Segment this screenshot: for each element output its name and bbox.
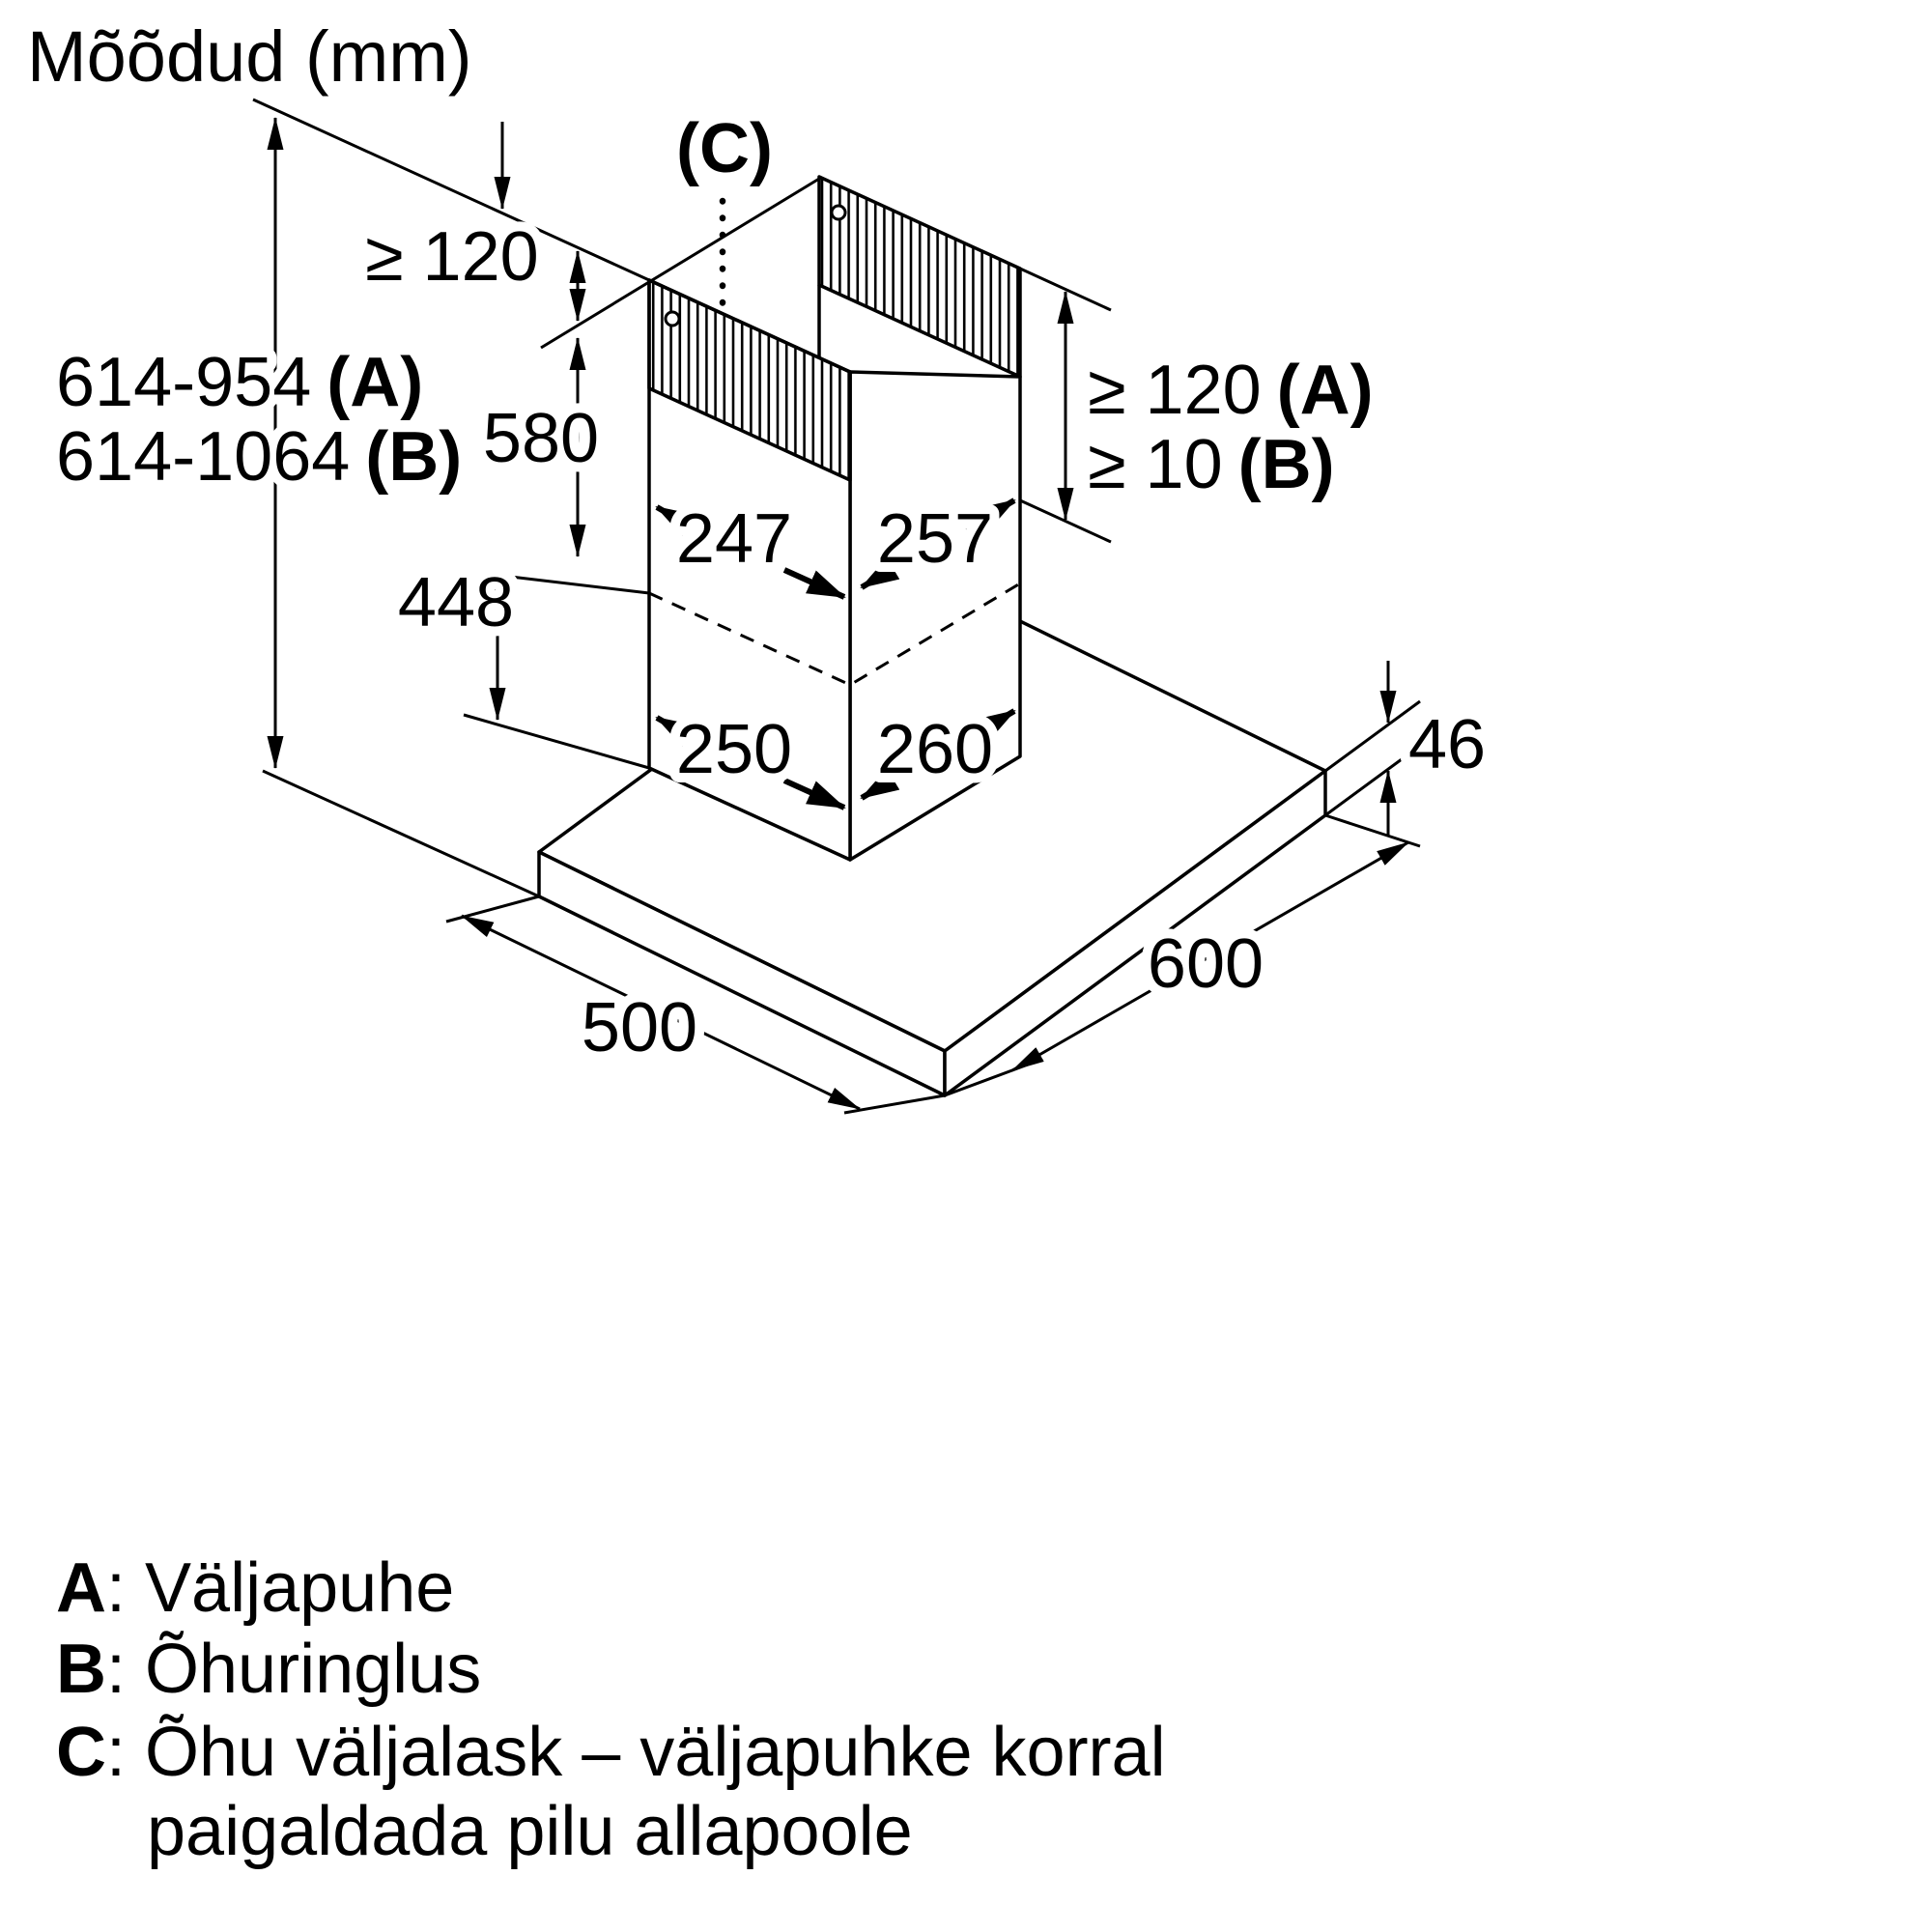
dim-width — [944, 813, 1421, 1097]
ext-line-width-right — [1324, 813, 1421, 848]
label-right-clearance-b: ≥ 10(B) — [1088, 426, 1335, 503]
legend-item-c-line2: paigaldada pilu allapoole — [147, 1793, 913, 1870]
rear-screw-hole — [830, 204, 847, 221]
w260-right-arrow — [964, 708, 1016, 743]
ext-line-right-bottom — [1019, 498, 1112, 544]
width-arrow — [1011, 840, 1409, 1072]
front-screw-hole — [664, 310, 681, 327]
front-grille — [647, 278, 852, 482]
ext-line-right-top — [1019, 267, 1112, 312]
w257-right-arrow — [964, 497, 1016, 532]
dim-body-height — [1324, 661, 1421, 837]
ext-line-rear-top — [540, 177, 820, 350]
ext-line-bottom — [262, 769, 540, 898]
telescopic-junction-dashed-line — [648, 582, 1021, 687]
dim-depth — [445, 895, 946, 1115]
label-depth: 500 — [582, 989, 697, 1066]
chimney-rear-section — [817, 175, 1022, 379]
legend-item-a: A: Väljapuhe — [56, 1549, 454, 1627]
ext-line-junction — [501, 574, 650, 595]
dim-duct-lower — [463, 579, 650, 770]
rear-grille — [817, 175, 1022, 379]
label-w-front-upper: 247 — [676, 500, 792, 578]
label-outlet: (C) — [676, 110, 773, 187]
w260-left-arrow — [860, 766, 912, 801]
legend-item-b: B: Õhuringlus — [56, 1631, 481, 1708]
dim-upper-widths — [655, 497, 1016, 600]
dim-lower-widths — [655, 708, 1016, 810]
label-w-front-lower: 250 — [676, 711, 792, 788]
dim-duct-upper — [501, 177, 820, 595]
w250-left-arrow — [655, 715, 711, 751]
legend: A: Väljapuhe B: Õhuringlus C: Õhu väljal… — [56, 1549, 1166, 1870]
label-duct-lower: 448 — [398, 564, 514, 641]
label-right-clearance-a: ≥ 120(A) — [1088, 352, 1374, 429]
page-title: Mõõdud (mm) — [27, 16, 472, 97]
ext-line-body-bottom — [1324, 744, 1421, 817]
ext-line-depth-right — [843, 1094, 946, 1115]
label-width: 600 — [1148, 925, 1264, 1003]
label-duct-upper: 580 — [483, 400, 599, 477]
w257-left-arrow — [860, 555, 912, 590]
ext-line-depth-left — [445, 895, 540, 923]
label-overall-a: 614-954(A) — [56, 344, 423, 421]
label-body-height: 46 — [1408, 706, 1486, 783]
label-w-side-upper: 257 — [877, 500, 993, 578]
label-w-side-lower: 260 — [877, 711, 993, 788]
w247-left-arrow — [655, 504, 711, 540]
label-top-clearance: ≥ 120 — [365, 218, 539, 296]
dim-overall-height — [252, 98, 650, 898]
ext-line-chimney-base — [463, 713, 650, 770]
dim-right-clearance — [1019, 267, 1112, 544]
legend-item-c-line1: C: Õhu väljalask – väljapuhke korral — [56, 1714, 1166, 1791]
ext-line-body-top — [1324, 699, 1421, 773]
ext-line-top — [252, 98, 650, 282]
w247-right-arrow — [782, 567, 846, 600]
label-overall-b: 614-1064(B) — [56, 418, 462, 496]
w250-right-arrow — [782, 778, 846, 810]
depth-arrow — [461, 914, 861, 1111]
